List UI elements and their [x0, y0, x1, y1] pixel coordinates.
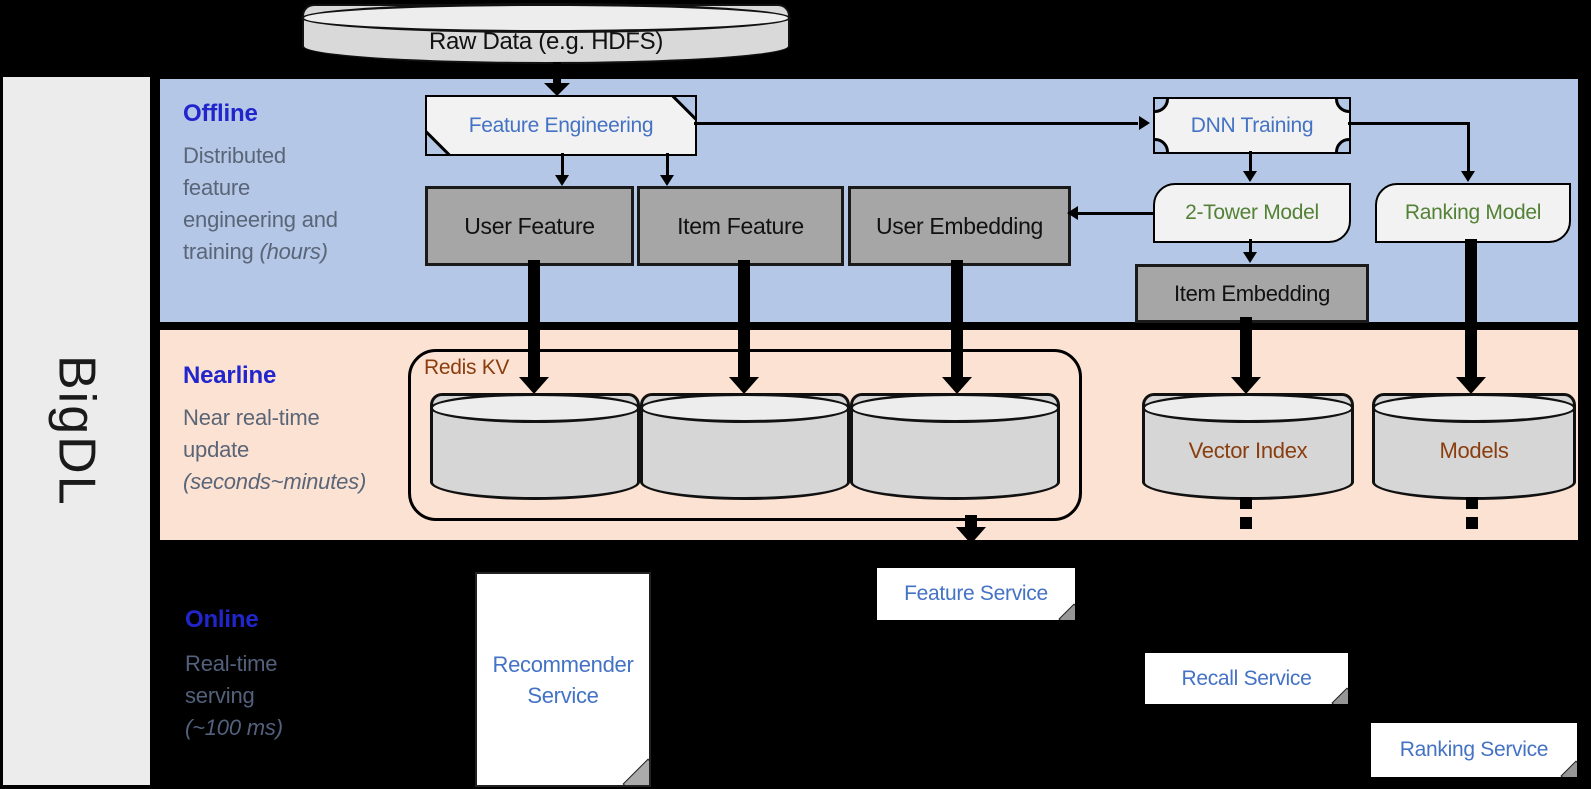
- raw-data-label: Raw Data (e.g. HDFS): [428, 28, 664, 55]
- user-feature-node: User Feature: [425, 186, 634, 266]
- two-tower-model-label: 2-Tower Model: [1185, 201, 1319, 224]
- recommender-service-label: Recommender Service: [492, 651, 634, 708]
- kv-cylinder-1: [430, 393, 640, 500]
- online-title: Online: [185, 606, 259, 633]
- offline-description-italic: (hours): [259, 239, 328, 264]
- service-fold-corner: [1331, 687, 1348, 704]
- online-description: Real-time serving (~100 ms): [185, 648, 283, 744]
- offline-description-text: Distributed feature engineering and trai…: [183, 143, 338, 264]
- feature-service-node: Feature Service: [877, 568, 1075, 620]
- arrow-fe-to-dnn-line: [694, 122, 1138, 125]
- arrow-dnn-to-ranking-hline: [1348, 122, 1470, 125]
- offline-title: Offline: [183, 100, 258, 127]
- dashed-link-models: [1466, 497, 1478, 509]
- arrow-2tower-to-itemembedding-line: [1249, 239, 1252, 253]
- arrow-userfeature-to-kv-head: [519, 377, 549, 394]
- feature-engineering-node: Feature Engineering: [425, 95, 697, 156]
- item-embedding-label: Item Embedding: [1174, 280, 1330, 306]
- nearline-description: Near real-time update (seconds~minutes): [183, 402, 366, 498]
- feature-service-label: Feature Service: [904, 582, 1048, 605]
- dnn-training-node: DNN Training: [1153, 97, 1351, 154]
- bigdl-logo-text: BigDL: [47, 355, 106, 507]
- online-description-italic: (~100 ms): [185, 715, 283, 740]
- models-cylinder: Models: [1372, 393, 1576, 500]
- ranking-service-node: Ranking Service: [1371, 723, 1577, 777]
- arrow-fe-to-itemfeature-line: [666, 153, 669, 176]
- dnn-training-label: DNN Training: [1190, 113, 1314, 137]
- offline-description: Distributed feature engineering and trai…: [183, 140, 338, 268]
- arrow-itemfeature-to-kv-stem: [738, 260, 750, 378]
- kv-cylinder-3: [850, 393, 1060, 500]
- arrow-2tower-to-itemembedding-head: [1243, 252, 1257, 263]
- dnn-corner-notch: [1335, 99, 1349, 113]
- user-embedding-label: User Embedding: [875, 212, 1044, 239]
- item-embedding-node: Item Embedding: [1135, 264, 1369, 323]
- ranking-model-label: Ranking Model: [1404, 201, 1542, 224]
- models-label: Models: [1439, 438, 1509, 463]
- arrow-2tower-to-userembedding-line: [1078, 212, 1153, 215]
- arrow-dnn-to-ranking-vline: [1467, 122, 1470, 172]
- arrow-itemfeature-to-kv-head: [729, 377, 759, 394]
- recommender-service-node: Recommender Service: [475, 572, 651, 787]
- arrow-userembedding-to-kv-stem: [951, 260, 963, 378]
- recall-service-label: Recall Service: [1181, 666, 1312, 690]
- arrow-userfeature-to-kv-stem: [528, 260, 540, 378]
- user-feature-label: User Feature: [464, 212, 595, 239]
- item-feature-node: Item Feature: [637, 186, 844, 266]
- redis-kv-label: Redis KV: [424, 356, 510, 379]
- ranking-service-label: Ranking Service: [1399, 738, 1549, 761]
- arrow-userembedding-to-kv-head: [942, 377, 972, 394]
- arrow-itemembedding-to-vectorindex-head: [1231, 377, 1261, 394]
- arrow-fe-to-dnn-head: [1139, 116, 1150, 130]
- service-fold-corner: [1560, 760, 1577, 777]
- feature-engineering-corner-snip: [427, 129, 452, 154]
- two-tower-model-node: 2-Tower Model: [1153, 183, 1351, 243]
- dnn-corner-notch: [1335, 138, 1349, 152]
- nearline-title: Nearline: [183, 362, 277, 389]
- arrow-rawdata-to-fe-stem: [553, 62, 561, 84]
- feature-engineering-corner-snip: [670, 97, 695, 122]
- arrow-fe-to-itemfeature-head: [660, 175, 674, 186]
- feature-engineering-label: Feature Engineering: [468, 113, 654, 137]
- arrow-dnn-to-2tower-line: [1249, 151, 1252, 172]
- nearline-description-italic: (seconds~minutes): [183, 469, 367, 494]
- arrow-kv-to-featureservice-head: [956, 527, 986, 544]
- online-description-text: Real-time serving: [185, 651, 278, 708]
- arrow-itemembedding-to-vectorindex-stem: [1240, 317, 1252, 378]
- kv-cylinder-2: [640, 393, 850, 500]
- raw-data-cylinder: Raw Data (e.g. HDFS): [301, 3, 791, 64]
- dashed-link-models: [1466, 517, 1478, 529]
- user-embedding-node: User Embedding: [848, 186, 1071, 266]
- dnn-corner-notch: [1155, 99, 1169, 113]
- dnn-corner-notch: [1155, 138, 1169, 152]
- arrow-kv-to-featureservice-stem: [965, 515, 977, 528]
- bigdl-sidebar: BigDL: [3, 77, 150, 785]
- item-feature-label: Item Feature: [677, 212, 804, 239]
- arrow-fe-to-userfeature-line: [561, 153, 564, 176]
- recall-service-node: Recall Service: [1145, 653, 1348, 704]
- arrow-rawdata-to-fe-head: [544, 83, 570, 96]
- vector-index-cylinder: Vector Index: [1142, 393, 1354, 500]
- arrow-rankingmodel-to-models-stem: [1465, 239, 1477, 378]
- arrow-fe-to-userfeature-head: [555, 175, 569, 186]
- dashed-link-vectorindex: [1240, 497, 1252, 509]
- arrow-dnn-to-2tower-head: [1243, 171, 1257, 182]
- vector-index-label: Vector Index: [1188, 438, 1308, 463]
- redis-kv-container: [408, 349, 1082, 521]
- document-fold-corner: [622, 758, 649, 785]
- arrow-2tower-to-userembedding-head: [1067, 206, 1078, 220]
- arrow-dnn-to-ranking-head: [1461, 171, 1475, 182]
- nearline-description-text: Near real-time update: [183, 405, 320, 462]
- arrow-rankingmodel-to-models-head: [1456, 377, 1486, 394]
- service-fold-corner: [1058, 603, 1075, 620]
- ranking-model-node: Ranking Model: [1375, 183, 1571, 243]
- dashed-link-vectorindex: [1240, 517, 1252, 529]
